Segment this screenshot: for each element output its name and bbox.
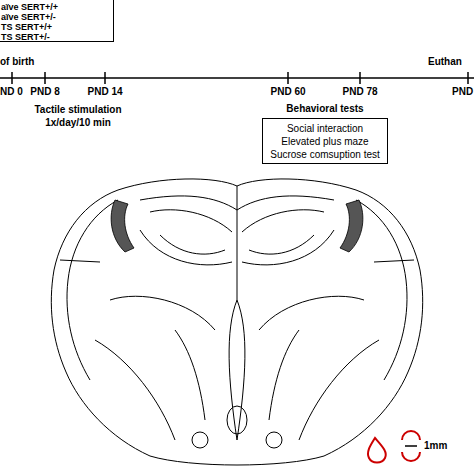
period-note: 1x/day/10 min [18,117,138,129]
legend-text: aïve SERT+/- [1,12,113,22]
legend-box: aïve SERT+/+aïve SERT+/-TS SERT+/+TS SER… [0,0,114,42]
day-label: PND 8 [20,86,70,98]
box-text: Social interaction [263,122,387,135]
day-label: ND 0 [0,86,23,98]
legend-text: TS SERT+/+ [1,22,113,32]
day-label: PND [452,86,473,98]
box-heading: Behavioral tests [243,103,407,115]
scale-label: 1mm [424,440,447,452]
box-text: Elevated plus maze [263,135,387,148]
tests-box: Behavioral testsSocial interactionElevat… [262,118,388,164]
day-label: PND 78 [335,86,385,98]
day-label: PND 60 [263,86,313,98]
period-label: Tactile stimulation [18,104,138,116]
timeline-label: Euthan [428,56,462,68]
legend-text: TS SERT+/- [1,32,113,42]
timeline-label: of birth [0,56,34,68]
legend-text: aïve SERT+/+ [1,2,113,12]
box-text: Sucrose comsuption test [263,148,387,161]
day-label: PND 14 [80,86,130,98]
